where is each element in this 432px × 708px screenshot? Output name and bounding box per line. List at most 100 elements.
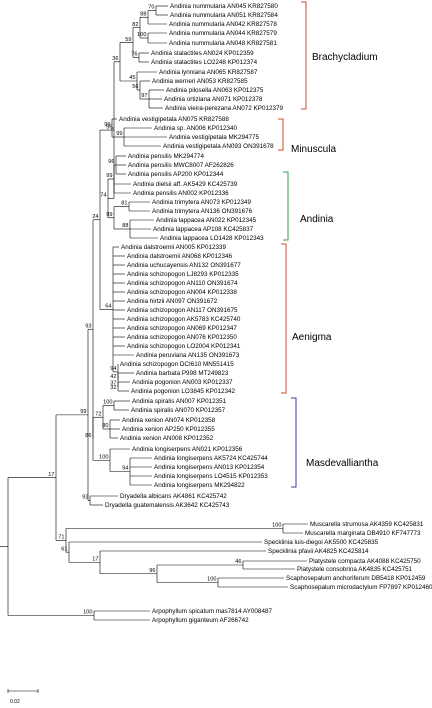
tip-label: Andinia pensilis AP200 KP012344 [128,171,224,178]
tip-label: Andinia barbata P998 MT249823 [136,370,229,377]
tip-label: Andinia stalactites AN024 KP012359 [151,50,254,57]
tip-label: Andinia werneri AN053 KR827585 [152,78,248,85]
tip-label: Muscarella marginata DB4910 KF747773 [305,530,421,537]
clade-label: Andinia [300,214,334,225]
tip-label: Andinia schizopogon AN117 ON391675 [127,307,238,314]
support-value: 42 [110,374,116,380]
tip-label: Scaphosepalum anchoriferum DB5418 KP0124… [286,575,426,582]
tip-label: Andinia trimytera AN073 KP012349 [152,199,252,206]
tip-label: Andinia nummularia AN044 KR827579 [169,30,277,37]
tip-label: Arpophyllum spicatum mas7814 AY008487 [152,608,272,615]
support-value: 56 [106,124,112,130]
support-value: 94 [110,366,116,372]
tip-label: Andinia dalstroemii AN005 KP012339 [121,244,227,251]
scale-bar-label: 0.02 [10,699,20,705]
tip-label: Andinia schizopogon LO2004 KP012341 [127,343,241,350]
support-value: 99 [104,122,110,128]
tip-label: Andinia pensilis MWC8007 AF262826 [128,162,234,169]
tip-label: Andinia ortiziana AN071 KP012378 [164,96,263,103]
tip-label: Andinia stalactites LO2248 KP012374 [151,59,258,66]
support-value: 99 [106,173,112,179]
tip-label: Andinia sp. AN006 KP012340 [154,125,237,132]
support-value: 99 [80,409,86,415]
clade-bracket [278,118,284,151]
tip-label: Andinia lynniana AN065 KR827587 [159,69,258,76]
tip-label: Andinia spiralis AN070 KP012357 [131,407,226,414]
support-value: 72 [95,411,101,417]
support-value: 100 [137,32,146,38]
tip-label: Andinia pogonion AN003 KP012337 [132,379,233,386]
support-value: 74 [100,193,106,199]
tip-label: Andinia schizopogon AN076 KP012350 [127,334,237,341]
tip-label: Dryadella albicans AK4861 KC425742 [120,493,227,500]
support-value: 17 [48,472,54,478]
tip-label: Andinia trimytera AN136 ON391676 [152,208,253,215]
tip-label: Andinia nummularia AN048 KR827581 [169,40,277,47]
tip-label: Andinia pensilis AN002 KP012336 [133,190,229,197]
clade-bracket [291,397,297,488]
support-value: 61 [61,546,67,552]
clade-label: Masdevalliantha [306,458,379,469]
tip-label: Andinia spiralis AN007 KP012351 [132,398,227,405]
tip-label: Andinia xenion AP250 KP012355 [122,426,215,433]
tip-label: Specklinia luis-diegoi AK5500 KC425835 [264,539,379,546]
support-value: 99 [116,131,122,137]
clade-label: Aenigma [292,332,332,343]
tip-label: Muscarella strumosa AK4359 KC425831 [310,521,424,528]
support-value: 64 [105,304,111,310]
tip-label: Andinia schizopogon AN004 KP012338 [127,289,237,296]
tip-label: Andinia xenion AN008 KP012352 [120,435,214,442]
support-value: 81 [121,201,127,207]
support-value: 82 [132,22,138,28]
support-value: 100 [207,577,216,583]
tip-label: Andinia dalstroemii AN068 KP012346 [127,253,233,260]
clade-bracket [301,1,307,110]
support-value: 96 [149,568,155,574]
tip-label: Andinia lappacea AN022 KP012345 [156,217,257,224]
support-value: 100 [83,610,92,616]
tip-label: Andinia hirtzii AN097 ON391672 [127,298,218,305]
tip-label: Platystele consobrina AK4835 KC425751 [297,566,413,573]
support-value: 59 [125,37,131,43]
tip-label: Andinia pogonion LO3845 KP012342 [131,388,235,395]
support-value: 96 [108,159,114,165]
support-value: 100 [99,454,108,460]
tip-label: Andinia lappacea AP108 KC425837 [153,226,254,233]
tip-label: Andinia schizopogon AN069 KP012347 [127,325,237,332]
support-value: 46 [235,559,241,565]
tip-label: Andinia xenion AN074 KP012358 [122,417,216,424]
tip-label: Arpophyllum giganteum AF266742 [152,617,249,624]
clade-label: Brachycladium [312,52,378,63]
support-value: 99 [106,212,112,218]
tip-label: Andinia longiserpens AK5724 KC425744 [154,455,268,462]
support-value: 86 [85,433,91,439]
tip-label: Andinia pensilis MK294774 [128,153,204,160]
tip-label: Andinia peruviana AN135 ON391673 [136,352,240,359]
tip-label: Andinia nummularia AN045 KR827580 [170,3,278,10]
support-value: 100 [103,400,112,406]
tip-label: Andinia schizopogon AN110 ON391674 [127,280,238,287]
tip-label: Platystele compacta AK4088 KC425750 [309,558,421,565]
tip-label: Andinia uchucayensis AN132 ON391677 [127,262,241,269]
tip-label: Andinia dielsii aff. AK5429 KC425739 [133,181,238,188]
tip-label: Andinia nummularia AN042 KR827578 [169,21,277,28]
support-value: 17 [92,557,98,563]
support-value: 36 [112,56,118,62]
support-value: 93 [85,323,91,329]
tip-label: Andinia longiserpens LO4515 KP012353 [154,473,268,480]
clade-bracket [283,171,289,241]
support-value: 80 [102,423,108,429]
support-value: 94 [122,466,128,472]
tip-label: Andinia longiserpens AN013 KP012354 [154,464,265,471]
support-value: 56 [132,84,138,90]
tip-label: Andinia pilosella AN063 KP012375 [166,87,264,94]
tip-label: Andinia vestigipetala MK294775 [169,134,259,141]
tip-label: Andinia schizopogon LJ8293 KP012335 [127,271,239,278]
tip-label: Andinia vestigipetala AN093 ON391678 [163,143,274,150]
tip-label: Andinia longiserpens AN021 KP012356 [132,446,243,453]
support-value: 97 [141,93,147,99]
support-value: 70 [148,5,154,11]
support-value: 24 [92,214,98,220]
support-value: 71 [58,535,64,541]
